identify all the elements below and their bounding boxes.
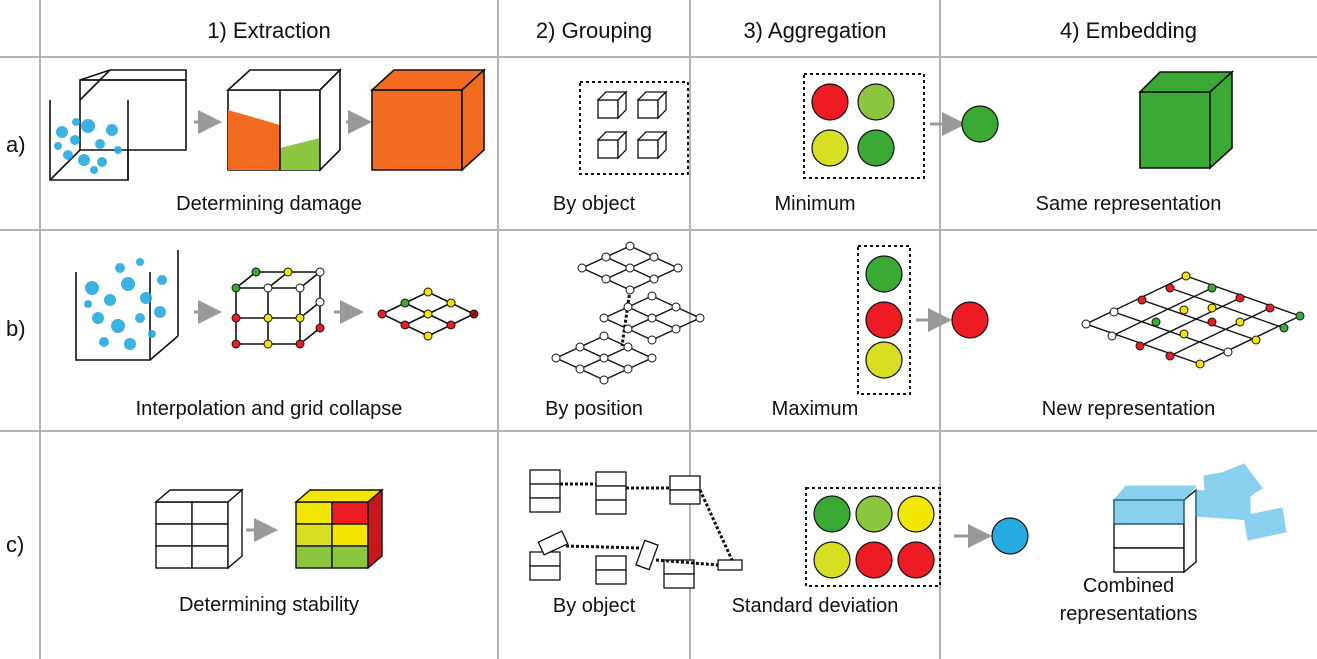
header-extraction: 1) Extraction: [207, 18, 331, 43]
caption-interpolation: Interpolation and grid collapse: [135, 398, 403, 420]
group-by-object-a: [579, 81, 689, 175]
stability-stack-plain: [154, 488, 244, 570]
row-label-a: a): [6, 132, 26, 157]
caption-by-position: By position: [545, 398, 643, 420]
collapsed-grid: [377, 287, 479, 341]
embedding-combined: [1112, 463, 1287, 574]
caption-determining-damage: Determining damage: [176, 193, 362, 215]
interpolated-grid-cube: [231, 267, 325, 349]
header-aggregation: 3) Aggregation: [743, 18, 887, 43]
caption-by-object-a: By object: [552, 193, 636, 215]
aggregate-minimum: [803, 73, 966, 179]
damage-cube-orange: [369, 68, 487, 172]
caption-by-object-c: By object: [552, 595, 636, 617]
caption-new-representation: New representation: [1041, 398, 1216, 420]
embedding-new-grid: [1081, 271, 1305, 369]
group-by-position: [551, 241, 705, 385]
row-label-b: b): [6, 316, 26, 341]
caption-minimum: Minimum: [774, 193, 856, 215]
caption-determining-stability: Determining stability: [178, 594, 360, 616]
particle-volume-a: [49, 69, 187, 181]
caption-same-representation: Same representation: [1035, 193, 1222, 215]
aggregate-std-deviation: [805, 487, 992, 587]
header-grouping: 2) Grouping: [535, 18, 653, 43]
row-label-c: c): [6, 532, 25, 557]
aggregate-maximum: [857, 245, 952, 395]
result-red-circle: [951, 301, 989, 339]
caption-maximum: Maximum: [771, 398, 859, 420]
caption-standard-deviation: Standard deviation: [731, 595, 899, 617]
result-blue-circle: [991, 517, 1029, 555]
stability-stack-colored: [294, 488, 384, 570]
caption-combined-representations: Combined representations: [1059, 575, 1198, 625]
result-green-circle: [961, 105, 999, 143]
damage-cube-partial: [225, 68, 342, 172]
embedding-green-cube: [1138, 70, 1235, 170]
group-by-object-c: [529, 469, 743, 589]
particle-volume-b: [75, 250, 179, 361]
header-embedding: 4) Embedding: [1060, 18, 1197, 43]
